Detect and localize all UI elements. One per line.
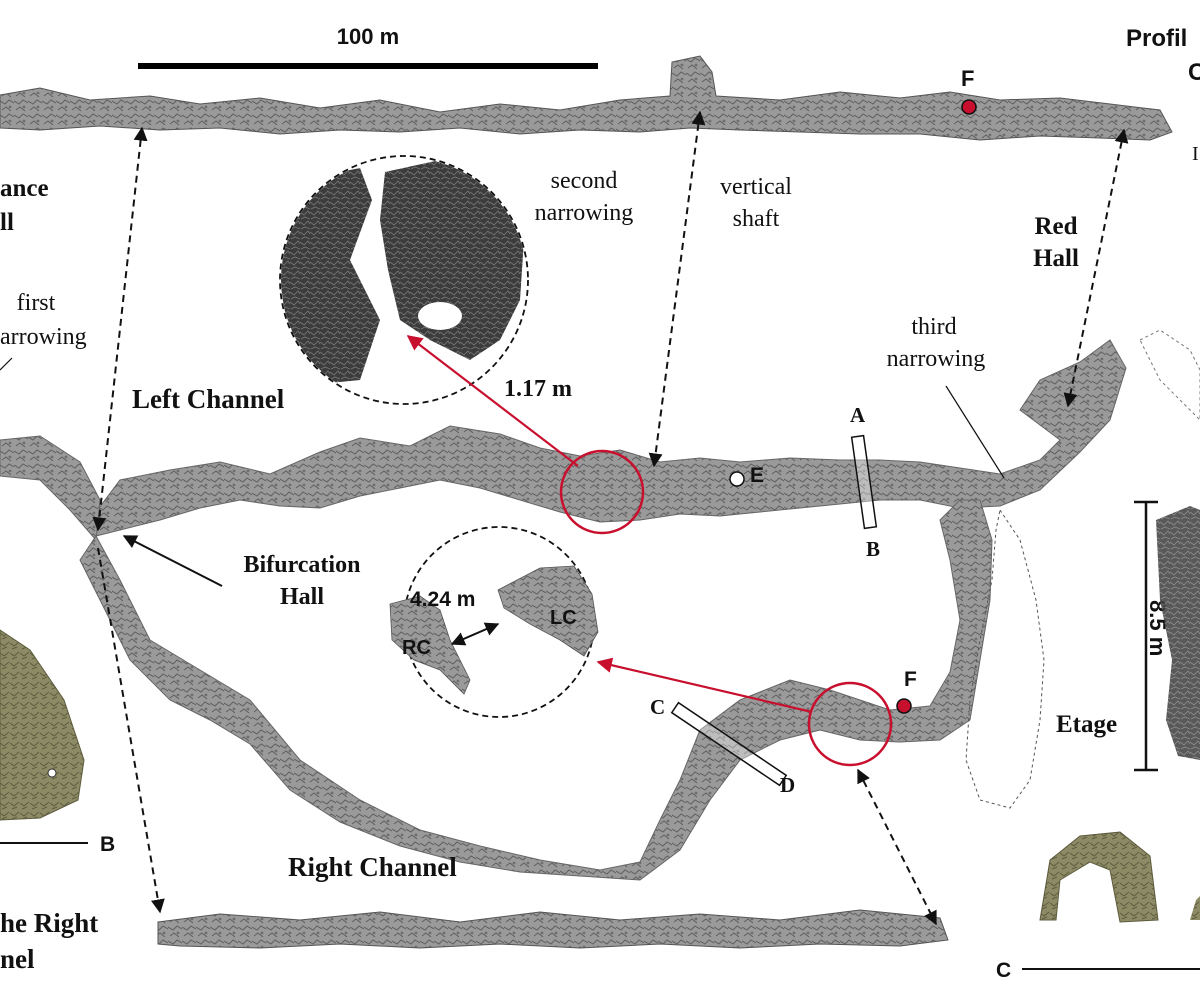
third-narrowing-label-1: third <box>911 314 956 340</box>
etage-outline <box>965 508 1045 809</box>
scale-bar-label: 100 m <box>337 24 399 49</box>
bifurcation-hall-label-1: Bifurcation <box>244 552 361 578</box>
red-hall-label-2: Hall <box>1033 245 1079 272</box>
profile-title-2: C <box>1188 59 1200 86</box>
section-ab-3d <box>0 629 85 821</box>
channel-gap-label: 4.24 m <box>410 588 475 611</box>
profile-strip-top <box>0 55 1173 141</box>
first-narrowing-pointer <box>0 357 13 371</box>
inset-second-narrowing <box>279 155 529 405</box>
section-cd-marker <box>670 701 788 787</box>
right-edge-label: I <box>1192 143 1199 165</box>
third-narrowing-label-2: narrowing <box>887 346 986 372</box>
section-b-left-label: B <box>100 833 115 856</box>
inset-channel-gap <box>389 526 599 718</box>
bifurcation-pointer <box>122 535 223 587</box>
channel-gap-arrow <box>450 622 500 646</box>
vertical-shaft-label-2: shaft <box>733 206 780 232</box>
inset-rc-label: RC <box>402 637 431 659</box>
right-channel-label: Right Channel <box>288 852 457 882</box>
point-f-profile <box>961 99 977 115</box>
point-f-plan <box>896 698 912 714</box>
section-a-label: A <box>850 403 866 427</box>
red-pointer-gap <box>596 657 813 714</box>
second-narrowing-label-1: second <box>551 168 618 194</box>
inset-lc-label: LC <box>550 607 577 629</box>
point-e-label: E <box>750 464 764 487</box>
entrance-hall-label-1: ance <box>0 175 49 202</box>
point-f-profile-label: F <box>961 66 974 91</box>
section-ab-marker <box>850 434 878 530</box>
section-c-bottom-label: C <box>996 959 1011 982</box>
first-narrowing-label-2: arrowing <box>0 324 87 350</box>
etage-label: Etage <box>1056 711 1117 738</box>
highlight-circle-narrowing <box>559 449 645 535</box>
red-hall-label-1: Red <box>1034 213 1077 240</box>
profile-title: Profil <box>1126 25 1187 52</box>
vertical-shaft-label-1: vertical <box>720 174 792 200</box>
section-d-label: D <box>780 773 795 797</box>
third-narrowing-pointer <box>945 385 1005 479</box>
section-cd-3d <box>1039 831 1159 923</box>
point-e <box>729 471 745 487</box>
highlight-circle-gap <box>807 681 893 767</box>
bifurcation-hall-label-2: Hall <box>280 584 324 610</box>
right-channel-section-label-2: nel <box>0 944 35 974</box>
red-pointer-narrowing <box>406 335 579 467</box>
section-b-label: B <box>866 537 880 561</box>
second-narrowing-label-2: narrowing <box>535 200 634 226</box>
point-f-plan-label: F <box>904 668 917 691</box>
section-c-label: C <box>650 695 665 719</box>
first-narrowing-label-1: first <box>17 290 56 316</box>
left-channel-label: Left Channel <box>132 384 285 414</box>
entrance-hall-label-2: ll <box>0 209 14 236</box>
narrowing-width-label: 1.17 m <box>504 376 572 402</box>
cave-plan <box>0 329 1200 881</box>
right-channel-section-label-1: he Right <box>0 908 98 938</box>
etage-3d-section <box>1156 506 1200 760</box>
profile-strip-bottom <box>157 909 949 949</box>
connector-arrows <box>92 110 1129 926</box>
etage-height-scale <box>1134 500 1158 772</box>
